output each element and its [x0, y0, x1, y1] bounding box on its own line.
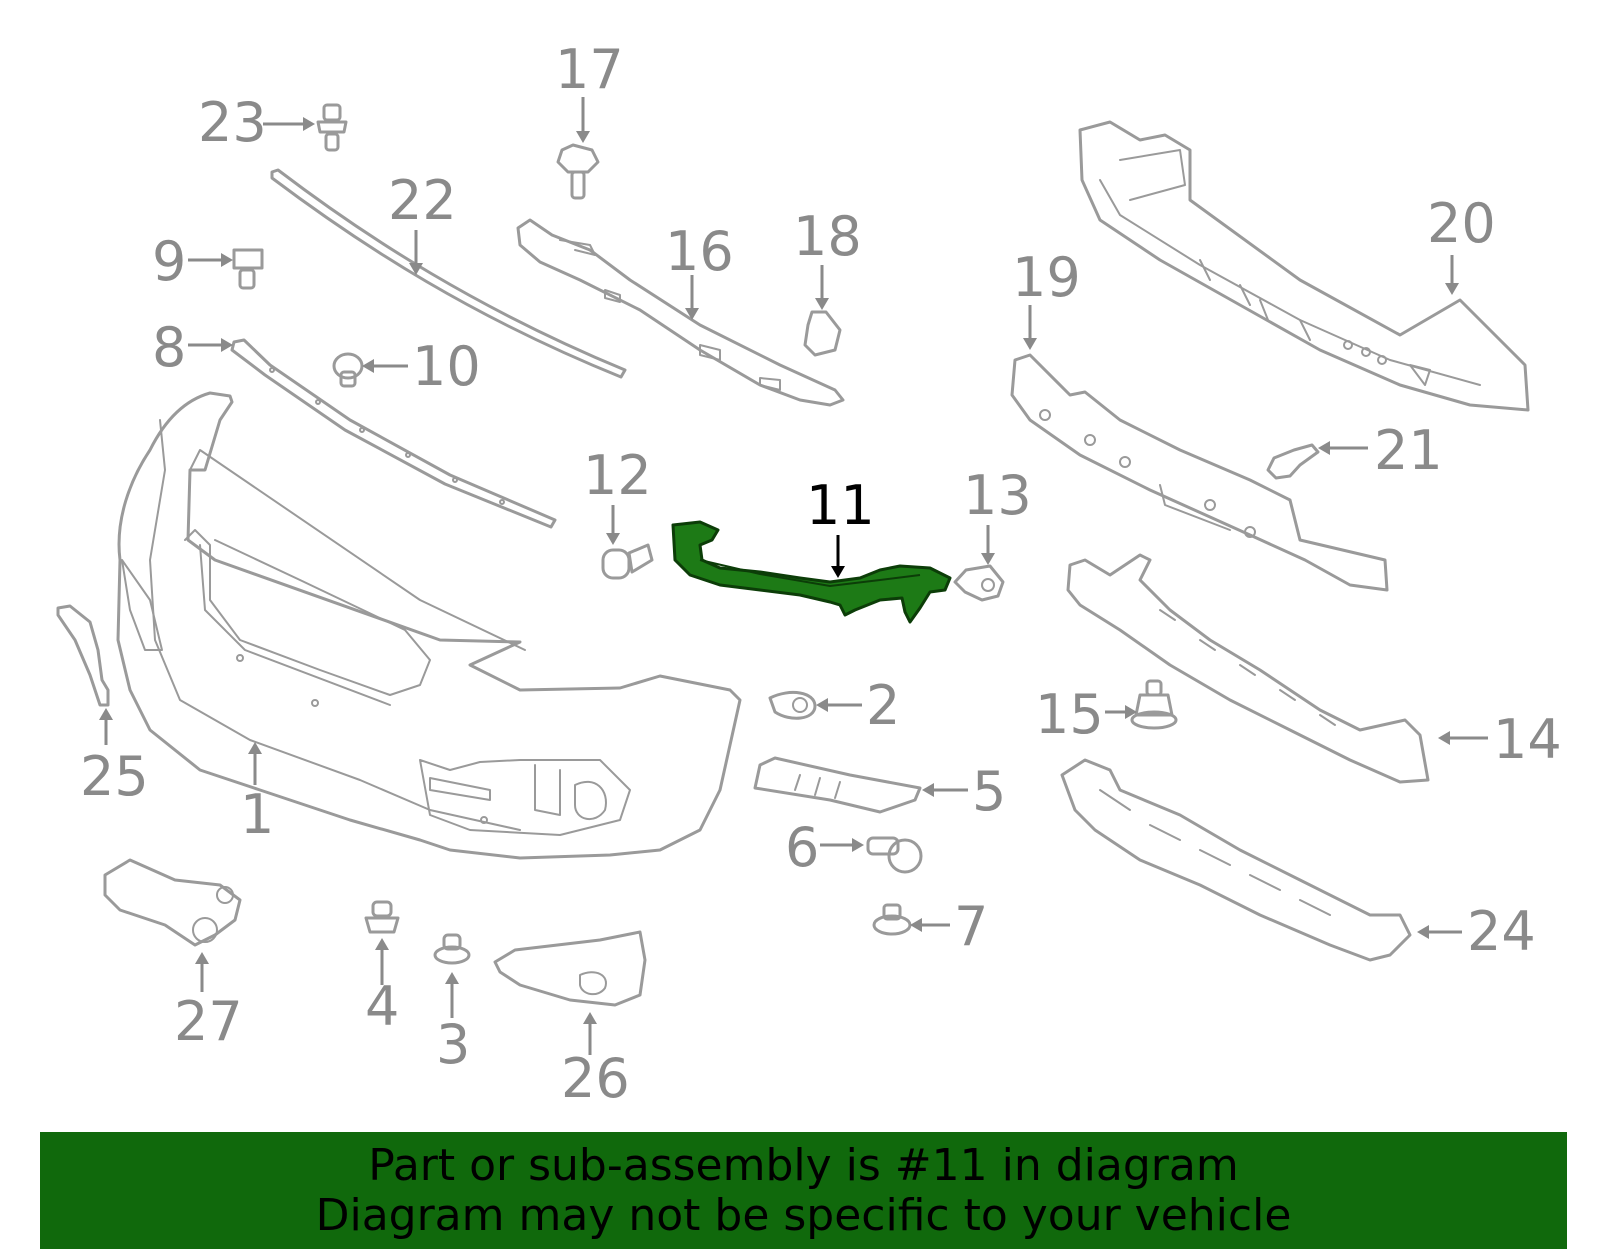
leader-10 — [362, 359, 408, 373]
callout-21: 21 — [1374, 419, 1443, 482]
fastener-2 — [768, 690, 817, 720]
callout-1: 1 — [240, 783, 274, 846]
callout-2: 2 — [866, 674, 900, 737]
leader-24 — [1417, 925, 1462, 939]
leader-22 — [409, 230, 423, 275]
leader-17 — [576, 97, 590, 143]
callout-11: 11 — [806, 474, 875, 537]
callout-10: 10 — [412, 335, 481, 398]
fastener-21 — [1266, 443, 1320, 480]
part-14-lower-support — [1066, 553, 1430, 784]
fastener-9 — [232, 248, 264, 290]
fastener-23 — [316, 103, 348, 152]
callout-4: 4 — [365, 975, 399, 1038]
leader-3 — [445, 972, 459, 1018]
callout-25: 25 — [80, 745, 149, 808]
fastener-3 — [433, 933, 471, 965]
part-20-beam — [1078, 120, 1530, 412]
callout-9: 9 — [152, 230, 186, 293]
leader-13 — [981, 525, 995, 565]
callout-26: 26 — [561, 1047, 630, 1110]
part-22-molding — [270, 168, 627, 379]
callout-6: 6 — [785, 816, 819, 879]
banner-line-disclaimer: Diagram may not be specific to your vehi… — [315, 1189, 1292, 1241]
part-5-bracket — [753, 756, 922, 814]
callout-5: 5 — [972, 760, 1006, 823]
part-25-bracket — [56, 604, 110, 707]
callout-8: 8 — [152, 316, 186, 379]
fastener-12 — [601, 543, 654, 580]
leader-2 — [816, 698, 862, 712]
leader-11 — [831, 535, 845, 578]
leader-18 — [815, 265, 829, 310]
fastener-13 — [953, 564, 1005, 602]
leader-20 — [1445, 255, 1459, 295]
fastener-7 — [872, 903, 912, 936]
part-19-absorber — [1010, 353, 1389, 592]
callout-13: 13 — [963, 464, 1032, 527]
leader-7 — [910, 918, 950, 932]
leader-14 — [1438, 731, 1488, 745]
fastener-18 — [803, 310, 842, 357]
part-11-highlighted-bracket — [671, 520, 952, 624]
info-banner: Part or sub-assembly is #11 in diagram D… — [40, 1132, 1567, 1249]
callout-20: 20 — [1427, 192, 1496, 255]
callout-3: 3 — [436, 1013, 470, 1076]
callout-12: 12 — [583, 444, 652, 507]
leader-16 — [685, 275, 699, 320]
part-1-bumper-cover — [116, 391, 742, 860]
part-26-bezel — [493, 930, 647, 1007]
part-24-under-shield — [1060, 758, 1412, 962]
leader-6 — [820, 838, 864, 852]
callout-23: 23 — [198, 91, 267, 154]
callout-15: 15 — [1035, 683, 1104, 746]
banner-line-part: Part or sub-assembly is #11 in diagram — [368, 1139, 1239, 1191]
leader-19 — [1023, 305, 1037, 350]
leader-9 — [188, 253, 233, 267]
leader-27 — [195, 952, 209, 992]
fastener-17 — [556, 143, 600, 200]
leader-25 — [99, 708, 113, 745]
leader-8 — [188, 338, 233, 352]
callout-18: 18 — [793, 205, 862, 268]
fastener-4 — [364, 900, 400, 934]
fastener-10 — [332, 352, 364, 388]
part-27-sensor — [103, 858, 242, 947]
leader-12 — [606, 505, 620, 545]
leader-1 — [248, 742, 262, 785]
leader-26 — [583, 1012, 597, 1055]
callout-17: 17 — [555, 38, 624, 101]
part-16-reinforcement — [516, 218, 845, 407]
leader-23 — [263, 117, 315, 131]
leader-15 — [1105, 705, 1137, 719]
callout-19: 19 — [1012, 246, 1081, 309]
fastener-6 — [866, 836, 923, 874]
callout-22: 22 — [388, 169, 457, 232]
fastener-15 — [1130, 679, 1178, 730]
callout-7: 7 — [954, 895, 988, 958]
callout-24: 24 — [1467, 900, 1536, 963]
leader-4 — [375, 938, 389, 985]
part-8-upper-strip — [230, 338, 557, 529]
callout-27: 27 — [174, 990, 243, 1053]
leader-5 — [922, 783, 968, 797]
leader-21 — [1318, 441, 1368, 455]
callout-14: 14 — [1493, 708, 1562, 771]
callout-16: 16 — [665, 220, 734, 283]
